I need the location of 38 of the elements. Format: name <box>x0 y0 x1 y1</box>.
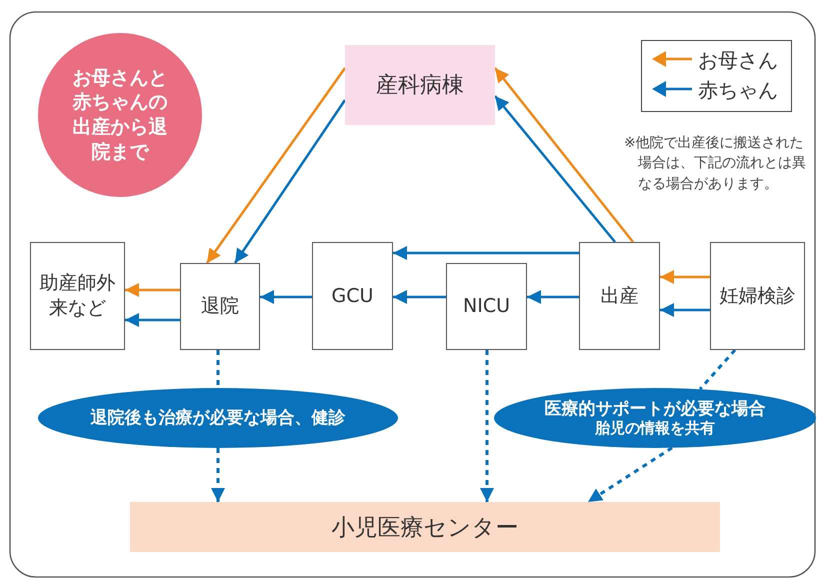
process-box <box>579 242 660 350</box>
process-box <box>312 242 393 350</box>
node-label: GCU <box>332 284 374 308</box>
arrow <box>527 290 579 304</box>
dashed-arrow <box>211 448 225 502</box>
arrow <box>393 246 579 260</box>
legend-label: お母さん <box>698 47 778 74</box>
arrow <box>125 283 180 297</box>
process-box <box>180 263 260 350</box>
arrow <box>494 95 616 243</box>
process-box <box>710 242 805 350</box>
dashed-arrow <box>480 350 494 502</box>
arrow <box>260 290 312 304</box>
node-label: 出産 <box>600 284 638 308</box>
node-label: 助産師外来など <box>39 271 116 321</box>
condition-subtext: 胎児の情報を共有 <box>595 419 715 438</box>
arrow <box>494 67 634 243</box>
ward-box <box>345 45 495 125</box>
arrow <box>206 67 346 264</box>
node-label: 退院 <box>201 294 239 319</box>
dashed-arrow <box>587 446 673 504</box>
process-box <box>446 263 527 350</box>
arrow <box>234 99 346 264</box>
arrow <box>660 270 710 284</box>
node-label: 小児医療センター <box>332 514 518 542</box>
node-label: 妊婦検診 <box>720 284 796 308</box>
process-box <box>30 242 125 350</box>
legend-label: 赤ちゃん <box>698 77 778 104</box>
node-label: お母さんと赤ちゃんの出産から退院まで <box>72 66 168 164</box>
destination-band <box>130 502 720 552</box>
condition-text: 退院後も治療が必要な場合、健診 <box>90 408 346 428</box>
condition-text: 医療的サポートが必要な場合 <box>544 398 766 420</box>
arrow <box>393 290 446 304</box>
arrow <box>125 313 180 327</box>
note-text: ※他院で出産後に搬送された場合は、下記の流れとは異なる場合があります。 <box>624 134 807 194</box>
node-label: NICU <box>463 294 510 319</box>
arrow <box>660 303 710 317</box>
node-label: 産科病棟 <box>376 72 464 100</box>
